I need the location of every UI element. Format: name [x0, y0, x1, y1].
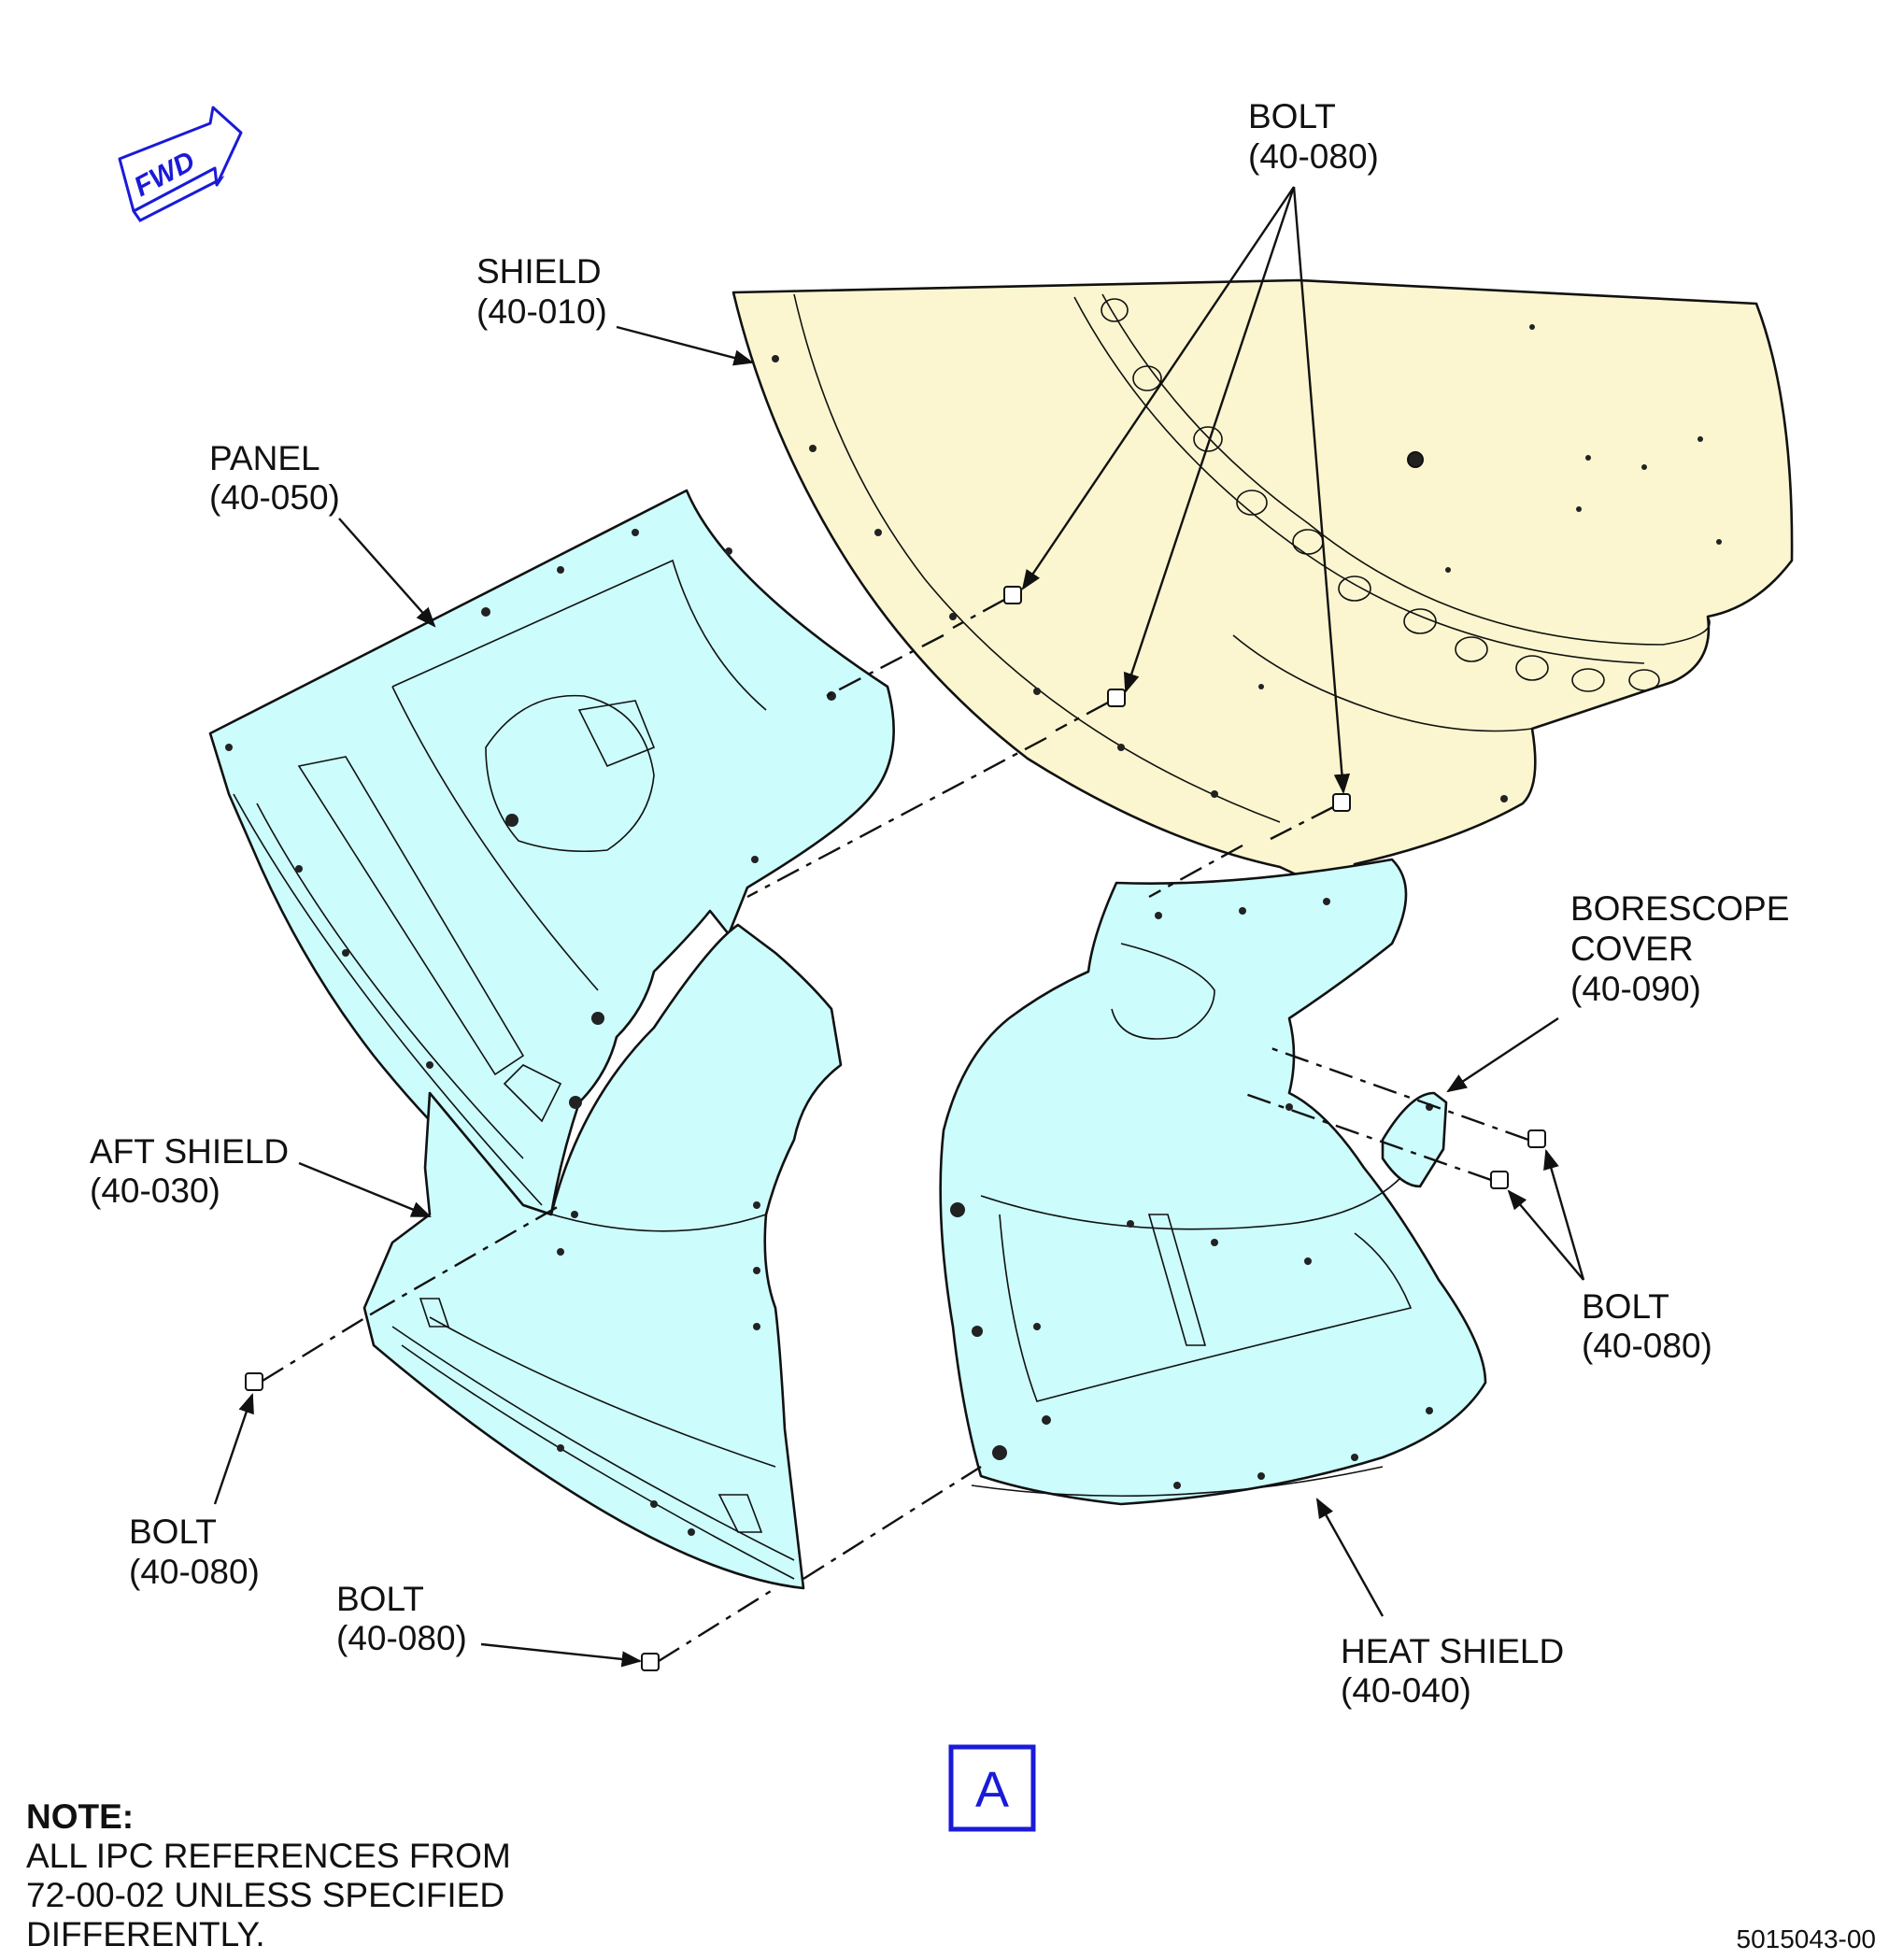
leader-lines: [213, 186, 1585, 1668]
bolt-right-name: BOLT: [1582, 1287, 1669, 1326]
shield-name: SHIELD: [476, 252, 602, 291]
borescope-ref: (40-090): [1570, 970, 1701, 1008]
note-block: NOTE: ALL IPC REFERENCES FROM 72-00-02 U…: [26, 1797, 511, 1953]
aft-shield-ref: (40-030): [90, 1172, 220, 1210]
shield-holes: [772, 298, 1722, 802]
heat-shield-part: [939, 858, 1487, 1506]
callout-bolt-right: BOLT (40-080): [1582, 1287, 1712, 1365]
callout-bolt-left: BOLT (40-080): [129, 1513, 260, 1591]
callout-shield: SHIELD (40-010): [476, 252, 607, 331]
note-line-3: DIFFERENTLY.: [26, 1915, 265, 1953]
callout-heat-shield: HEAT SHIELD (40-040): [1341, 1632, 1564, 1710]
note-line-1: ALL IPC REFERENCES FROM: [26, 1837, 511, 1875]
bolt-top-ref: (40-080): [1248, 137, 1379, 176]
borescope-cover-part: [1381, 1091, 1448, 1188]
callout-panel: PANEL (40-050): [209, 439, 340, 517]
figure-id: 5015043-00: [1737, 1924, 1876, 1953]
shield-part: [731, 278, 1794, 882]
bolt-bottom-ref: (40-080): [336, 1619, 467, 1657]
callout-aft-shield: AFT SHIELD (40-030): [90, 1132, 289, 1210]
note-line-2: 72-00-02 UNLESS SPECIFIED: [26, 1876, 504, 1914]
panel-ref: (40-050): [209, 478, 340, 517]
borescope-line1: BORESCOPE: [1570, 889, 1789, 928]
callout-borescope-cover: BORESCOPE COVER (40-090): [1570, 889, 1789, 1008]
fwd-arrow-icon: FWD: [118, 106, 243, 222]
view-label-box: A: [948, 1744, 1036, 1832]
heat-shield-name: HEAT SHIELD: [1341, 1632, 1564, 1670]
bolt-left-name: BOLT: [129, 1513, 217, 1551]
panel-part: [208, 489, 895, 1216]
callout-bolt-bottom: BOLT (40-080): [336, 1580, 467, 1657]
view-label: A: [975, 1762, 1009, 1818]
bolt-right-ref: (40-080): [1582, 1327, 1712, 1365]
borescope-line2: COVER: [1570, 930, 1694, 968]
bolt-icon: [245, 586, 1546, 1671]
assembly-lines: [262, 598, 1529, 1663]
fwd-arrow-shape: [118, 106, 243, 213]
note-title: NOTE:: [26, 1797, 134, 1836]
bolt-left-ref: (40-080): [129, 1553, 260, 1591]
aft-shield-name: AFT SHIELD: [90, 1132, 289, 1171]
shield-ref: (40-010): [476, 292, 607, 331]
panel-name: PANEL: [209, 439, 320, 477]
aft-shield-part: [362, 923, 843, 1590]
callout-bolt-top: BOLT (40-080): [1248, 97, 1379, 176]
heat-shield-ref: (40-040): [1341, 1671, 1471, 1710]
bolt-hardware: [245, 586, 1546, 1671]
bolt-bottom-name: BOLT: [336, 1580, 424, 1618]
bolt-top-name: BOLT: [1248, 97, 1336, 135]
